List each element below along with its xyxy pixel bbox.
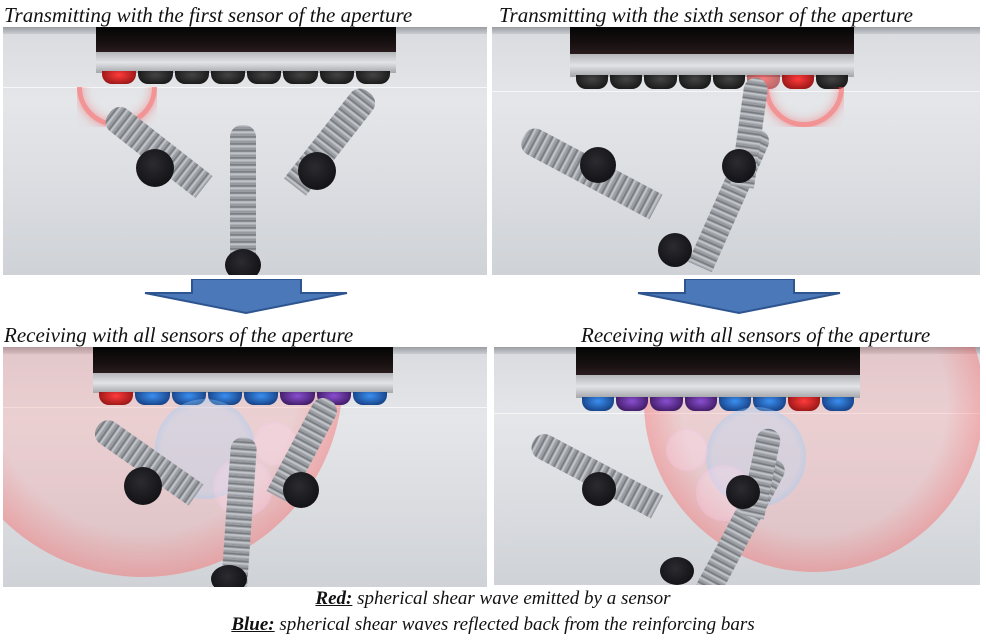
- sensor-7: [787, 396, 820, 411]
- sensor-1: [581, 396, 614, 411]
- sensor-8: [355, 71, 390, 84]
- rebar-right-end: [726, 475, 760, 509]
- legend-red-key: Red:: [315, 588, 353, 609]
- sensor-5: [244, 392, 279, 405]
- sensor-3: [174, 71, 209, 84]
- rebar-front-end: [658, 233, 692, 267]
- caption-bottom-right: Receiving with all sensors of the apertu…: [581, 323, 931, 347]
- panel-transmit-first-sensor: [3, 27, 487, 275]
- legend-blue: Blue: spherical shear waves reflected ba…: [0, 614, 986, 636]
- sensor-5: [712, 75, 746, 89]
- sensor-2: [610, 75, 643, 89]
- legend-blue-key: Blue:: [231, 614, 275, 635]
- sensor-2: [616, 396, 649, 411]
- sensor-8: [821, 396, 855, 411]
- concrete-surface: [492, 91, 980, 92]
- sensor-array: [575, 75, 849, 89]
- sensor-6: [280, 392, 315, 405]
- legend-blue-text: spherical shear waves reflected back fro…: [274, 614, 755, 635]
- rebar-front-end: [660, 557, 694, 585]
- sensor-1: [102, 71, 137, 84]
- panel-transmit-sixth-sensor: [492, 27, 980, 275]
- rebar-left-end: [124, 467, 162, 505]
- panel-receive-right: [494, 347, 980, 585]
- sensor-6: [283, 71, 318, 84]
- sensor-7: [319, 71, 354, 84]
- sensor-2: [138, 71, 173, 84]
- sensor-array: [581, 396, 855, 411]
- sensor-array: [99, 392, 387, 405]
- rebar-left-end: [136, 149, 174, 187]
- legend-red-text: spherical shear wave emitted by a sensor: [352, 588, 671, 609]
- rebar-left-end: [582, 472, 616, 506]
- rebar-right-end: [283, 472, 319, 508]
- rebar-front: [688, 124, 773, 273]
- legend-red: Red: spherical shear wave emitted by a s…: [0, 588, 986, 610]
- sensor-5: [247, 71, 282, 84]
- sensor-3: [644, 75, 677, 89]
- rebar-right-end: [722, 149, 756, 183]
- ultrasonic-probe: [570, 27, 854, 89]
- ultrasonic-probe: [96, 27, 396, 84]
- sensor-4: [684, 396, 717, 411]
- caption-top-right: Transmitting with the sixth sensor of th…: [499, 3, 913, 27]
- rebar-right-end: [298, 152, 336, 190]
- sensor-4: [678, 75, 711, 89]
- sensor-7: [781, 75, 814, 89]
- ultrasonic-probe: [576, 347, 860, 411]
- ultrasonic-probe: [93, 347, 393, 405]
- panel-receive-left: [3, 347, 487, 587]
- caption-top-left: Transmitting with the first sensor of th…: [4, 3, 413, 27]
- rebar-left-end: [580, 147, 616, 183]
- sensor-2: [135, 392, 170, 405]
- sensor-array: [102, 71, 390, 84]
- sensor-1: [575, 75, 608, 89]
- caption-bottom-left: Receiving with all sensors of the apertu…: [4, 323, 354, 347]
- reflected-wave-blue: [666, 429, 708, 471]
- sensor-1: [99, 392, 134, 405]
- sensor-8: [352, 392, 387, 405]
- sensor-3: [650, 396, 683, 411]
- concrete-surface: [3, 87, 487, 88]
- down-arrow-icon: [637, 279, 841, 315]
- sensor-4: [210, 71, 245, 84]
- rebar-center-end: [225, 249, 261, 275]
- rebar-center-end: [211, 565, 247, 587]
- down-arrow-icon: [144, 279, 348, 315]
- sensor-8: [815, 75, 849, 89]
